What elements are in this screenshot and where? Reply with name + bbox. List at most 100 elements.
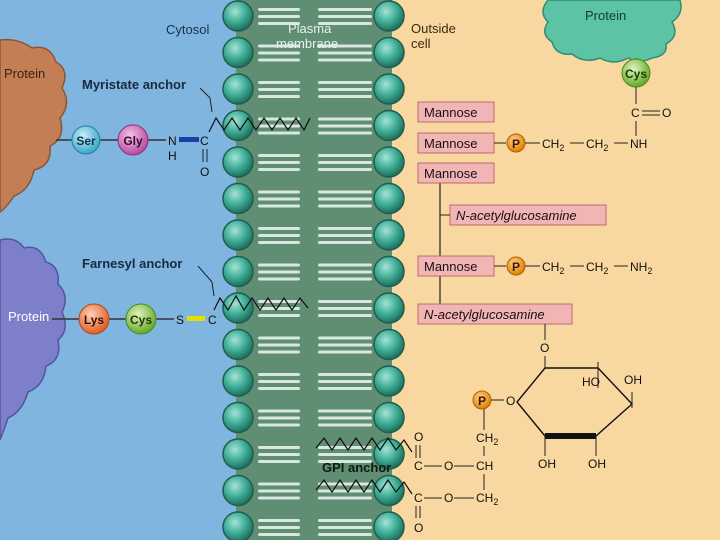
gpi-o-bottom: O <box>414 521 423 535</box>
lipid-tail-stripe <box>318 409 372 413</box>
lipid-tail-stripe <box>318 270 372 274</box>
phosphate-2-label: P <box>512 260 520 274</box>
lipid-head-group <box>373 73 405 105</box>
lys-label: Lys <box>84 313 105 327</box>
lipid-tail-stripe <box>258 519 300 522</box>
lipid-tail-stripe <box>258 270 300 274</box>
lipid-tail-stripe <box>258 482 300 486</box>
lipid-tail-stripe <box>258 95 300 98</box>
ser-label: Ser <box>76 134 96 148</box>
lipid-tail-stripe <box>318 343 372 347</box>
gly-label: Gly <box>123 134 143 148</box>
lipid-tail-stripe <box>318 277 372 281</box>
lipid-tail-stripe <box>258 227 300 230</box>
outside-cell-label-2: cell <box>411 36 431 51</box>
lipid-head-group <box>222 219 254 251</box>
lipid-head-group <box>373 255 405 288</box>
nag-label-1: N-acetylglucosamine <box>456 208 577 223</box>
gpi-c-lower-1: C <box>414 491 423 505</box>
lipid-tail-stripe <box>258 300 300 303</box>
lipid-tail-stripe <box>258 81 300 84</box>
gpi-chain-upper <box>315 436 413 453</box>
cys-label-right: Cys <box>625 67 647 81</box>
lipid-tail-stripe <box>318 190 372 194</box>
outside-cell-label-1: Outside <box>411 21 456 36</box>
lipid-tail-stripe <box>258 51 300 55</box>
lipid-head-group <box>373 401 405 434</box>
lipid-tail-stripe <box>258 15 300 18</box>
inositol-o: O <box>506 394 515 408</box>
lipid-tail-stripe <box>258 88 300 91</box>
lipid-tail-stripe <box>258 307 300 310</box>
lipid-tail-stripe <box>258 350 300 354</box>
myristate-o: O <box>200 165 209 179</box>
lipid-head-groups <box>222 0 405 540</box>
plasma-membrane-label-2: membrane <box>276 36 338 51</box>
lipid-head-group <box>222 292 254 324</box>
lipid-tail-stripe <box>318 15 372 18</box>
inositol-ho: HO <box>582 375 600 389</box>
lipid-head-group <box>222 36 254 69</box>
nag-label-2: N-acetylglucosamine <box>424 307 545 322</box>
lipid-tail-stripe <box>258 409 300 413</box>
myristate-h: H <box>168 149 177 163</box>
lipid-head-group <box>222 0 254 32</box>
gly-residue <box>117 124 149 156</box>
cys-residue-left <box>125 303 157 335</box>
lipid-tail-stripe <box>318 117 372 121</box>
lipid-tail-stripe <box>318 124 372 128</box>
ser-residue <box>71 125 101 155</box>
lipid-tail-stripe <box>318 51 372 55</box>
protein-blob-top-left <box>0 38 68 213</box>
mannose-box-1 <box>417 101 495 123</box>
lipid-tail-stripe <box>258 416 300 420</box>
mannose-label-1: Mannose <box>424 105 477 120</box>
lipid-head-group <box>373 474 405 507</box>
protein-label-bottom-left: Protein <box>8 309 49 324</box>
linker2-ch2-b: CH2 <box>586 260 608 276</box>
linker1-nh: NH <box>630 137 647 151</box>
lipid-tail-stripe <box>258 373 300 376</box>
lipid-tail-stripe <box>258 277 300 281</box>
lipid-tail-stripe <box>258 336 300 340</box>
amide-bond-highlight <box>179 137 199 142</box>
lipid-tail-stripe <box>318 314 372 317</box>
lipid-tail-stripe <box>318 131 372 135</box>
farnesyl-s: S <box>176 313 184 327</box>
lipid-tail-stripe <box>258 446 300 449</box>
lipid-tail-stripe <box>318 387 372 390</box>
lipid-head-group <box>373 219 405 251</box>
lipid-tail-stripe <box>318 95 372 98</box>
lipid-head-group <box>222 73 254 105</box>
lipid-tail-stripe <box>258 154 300 157</box>
lipid-head-group <box>222 438 254 470</box>
linker1-ch2-a: CH2 <box>542 137 564 153</box>
lipid-tail-stripe <box>258 460 300 463</box>
lipid-tail-stripe <box>258 314 300 317</box>
lipid-tail-stripe <box>258 168 300 171</box>
gpi-anchor-label: GPI anchor <box>322 460 391 475</box>
lipid-tail-stripe <box>318 336 372 340</box>
farnesyl-c: C <box>208 313 217 327</box>
gpi-o-upper: O <box>444 459 453 473</box>
lipid-tail-stripe <box>318 234 372 237</box>
lipid-head-group <box>222 182 254 215</box>
lipid-tail-stripe <box>258 234 300 237</box>
lipid-tail-stripe <box>318 526 372 529</box>
lipid-head-group <box>373 0 405 32</box>
protein-label-top-left: Protein <box>4 66 45 81</box>
lipid-tail-stripe <box>258 453 300 456</box>
lipid-tail-stripe <box>318 496 372 500</box>
farnesyl-anchor-label: Farnesyl anchor <box>82 256 182 271</box>
lipid-head-group <box>222 511 254 540</box>
nag-box-2 <box>417 303 573 325</box>
phosphate-1-label: P <box>512 137 520 151</box>
lys-residue <box>78 303 110 335</box>
cys-label-left: Cys <box>130 313 152 327</box>
linker-c: C <box>631 106 640 120</box>
linker2-ch2-a: CH2 <box>542 260 564 276</box>
lipid-tail-stripe <box>258 380 300 383</box>
lipid-tail-stripe <box>318 204 372 208</box>
myristate-pointer <box>199 87 213 113</box>
